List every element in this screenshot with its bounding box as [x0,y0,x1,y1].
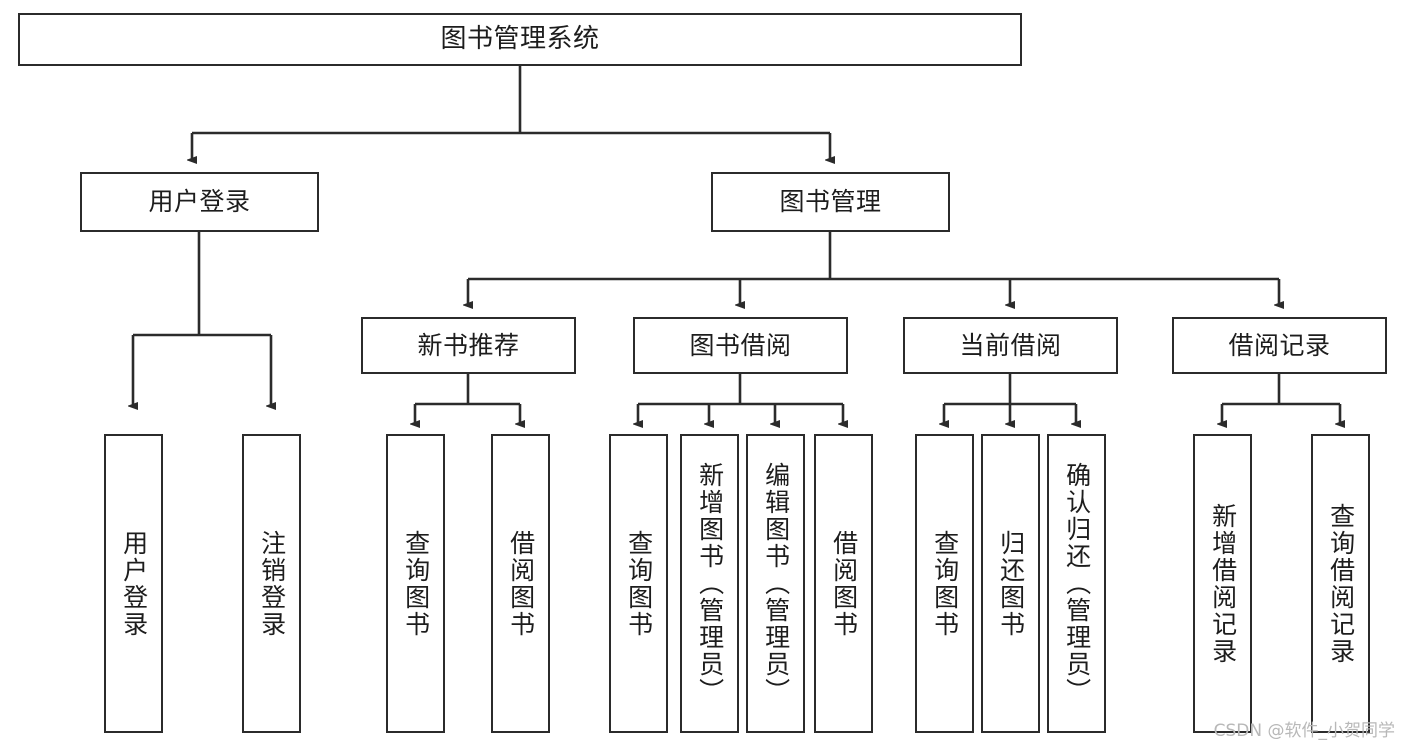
node-label: 借阅记录 [1228,330,1331,360]
node-root-system[interactable]: 图书管理系统 [18,13,1022,66]
node-leaf-return-book[interactable]: 归还图书 [981,434,1040,733]
node-label: 用户登录 [119,529,149,638]
node-leaf-borrow-book[interactable]: 借阅图书 [814,434,873,733]
node-label: 查询图书 [401,529,431,638]
node-leaf-query-book-current[interactable]: 查询图书 [915,434,974,733]
node-label: 确认归还（管理员） [1062,462,1092,705]
node-book-borrow[interactable]: 图书借阅 [633,317,848,374]
node-leaf-confirm-return-admin[interactable]: 确认归还（管理员） [1047,434,1106,733]
node-new-book-recommend[interactable]: 新书推荐 [361,317,576,374]
node-leaf-borrow-book-recommend[interactable]: 借阅图书 [491,434,550,733]
node-label: 新增图书（管理员） [695,462,725,705]
node-leaf-edit-book-admin[interactable]: 编辑图书（管理员） [746,434,805,733]
node-label: 当前借阅 [959,330,1062,360]
node-borrow-record[interactable]: 借阅记录 [1172,317,1387,374]
node-leaf-logout[interactable]: 注销登录 [242,434,301,733]
node-label: 归还图书 [996,529,1026,638]
watermark-text: CSDN @软件_小贺同学 [1213,721,1395,741]
node-label: 用户登录 [148,187,251,217]
node-label: 借阅图书 [829,529,859,638]
node-leaf-query-book-recommend[interactable]: 查询图书 [386,434,445,733]
node-label: 新增借阅记录 [1208,502,1238,665]
node-label: 注销登录 [257,529,287,638]
node-label: 查询借阅记录 [1326,502,1356,665]
node-leaf-user-login[interactable]: 用户登录 [104,434,163,733]
node-label: 查询图书 [624,529,654,638]
node-label: 新书推荐 [417,330,520,360]
node-label: 图书管理 [779,187,882,217]
node-leaf-query-borrow-record[interactable]: 查询借阅记录 [1311,434,1370,733]
node-leaf-add-borrow-record[interactable]: 新增借阅记录 [1193,434,1252,733]
node-label: 编辑图书（管理员） [761,462,791,705]
node-book-management[interactable]: 图书管理 [711,172,950,232]
node-leaf-add-book-admin[interactable]: 新增图书（管理员） [680,434,739,733]
node-label: 借阅图书 [506,529,536,638]
node-label: 图书借阅 [689,330,792,360]
node-label: 查询图书 [930,529,960,638]
node-label: 图书管理系统 [440,24,600,55]
node-user-login[interactable]: 用户登录 [80,172,319,232]
node-leaf-query-book[interactable]: 查询图书 [609,434,668,733]
node-current-borrow[interactable]: 当前借阅 [903,317,1118,374]
